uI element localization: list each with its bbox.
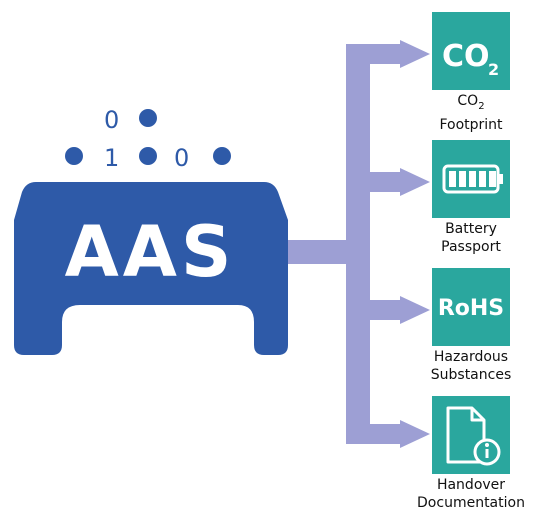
label-handover-documentation: Handover Documentation bbox=[406, 476, 536, 512]
label-co2-sub: 2 bbox=[478, 100, 485, 112]
dot-left bbox=[65, 147, 83, 165]
dot-right bbox=[213, 147, 231, 165]
battery-icon bbox=[442, 164, 503, 194]
tile-rohs: RoHS bbox=[432, 268, 510, 346]
label-co2-line2: Footprint bbox=[439, 116, 503, 133]
label-hazardous-line1: Hazardous bbox=[433, 349, 509, 365]
bit-0-top: 0 bbox=[104, 106, 119, 134]
bit-1: 1 bbox=[104, 144, 119, 172]
label-handover-line1: Handover bbox=[436, 477, 506, 493]
branch-2-arrow bbox=[400, 168, 430, 196]
tile-rohs-bg bbox=[432, 268, 510, 346]
label-co2-prefix: CO bbox=[457, 93, 479, 109]
branch-4 bbox=[370, 424, 400, 444]
dot-top-right bbox=[139, 109, 157, 127]
tile-co2: CO 2 bbox=[432, 12, 510, 90]
connector-trunk bbox=[346, 44, 370, 444]
co2-icon-main: CO bbox=[442, 39, 490, 74]
label-battery-line2: Passport bbox=[441, 239, 501, 255]
label-battery-passport: Battery Passport bbox=[406, 220, 536, 256]
label-co2-line1: CO2 bbox=[406, 92, 536, 116]
tile-co2-bg bbox=[432, 12, 510, 90]
label-battery-line1: Battery bbox=[445, 221, 497, 237]
rohs-icon: RoHS bbox=[438, 296, 504, 321]
tile-document bbox=[432, 396, 510, 474]
dot-middle bbox=[139, 147, 157, 165]
bit-dots: 0 1 0 bbox=[65, 106, 231, 172]
label-co2-footprint: CO2 Footprint bbox=[406, 92, 536, 134]
branch-3 bbox=[370, 300, 400, 320]
tile-battery bbox=[432, 140, 510, 218]
aas-label: AAS bbox=[65, 211, 236, 293]
connector-stem bbox=[286, 240, 356, 264]
branch-1-arrow bbox=[400, 40, 430, 68]
aas-block: AAS bbox=[14, 182, 288, 355]
label-hazardous-substances: Hazardous Substances bbox=[406, 348, 536, 384]
aas-shape bbox=[14, 182, 288, 355]
document-info-icon bbox=[446, 406, 501, 466]
connector-lines bbox=[286, 40, 430, 448]
branch-3-arrow bbox=[400, 296, 430, 324]
label-hazardous-line2: Substances bbox=[430, 367, 512, 383]
branch-4-arrow bbox=[400, 420, 430, 448]
branch-2 bbox=[370, 172, 400, 192]
bit-0-bottom: 0 bbox=[174, 144, 189, 172]
label-handover-line2: Documentation bbox=[417, 495, 525, 511]
co2-icon-sub: 2 bbox=[488, 60, 499, 79]
co2-icon: CO bbox=[442, 39, 490, 74]
branch-1 bbox=[370, 44, 400, 64]
